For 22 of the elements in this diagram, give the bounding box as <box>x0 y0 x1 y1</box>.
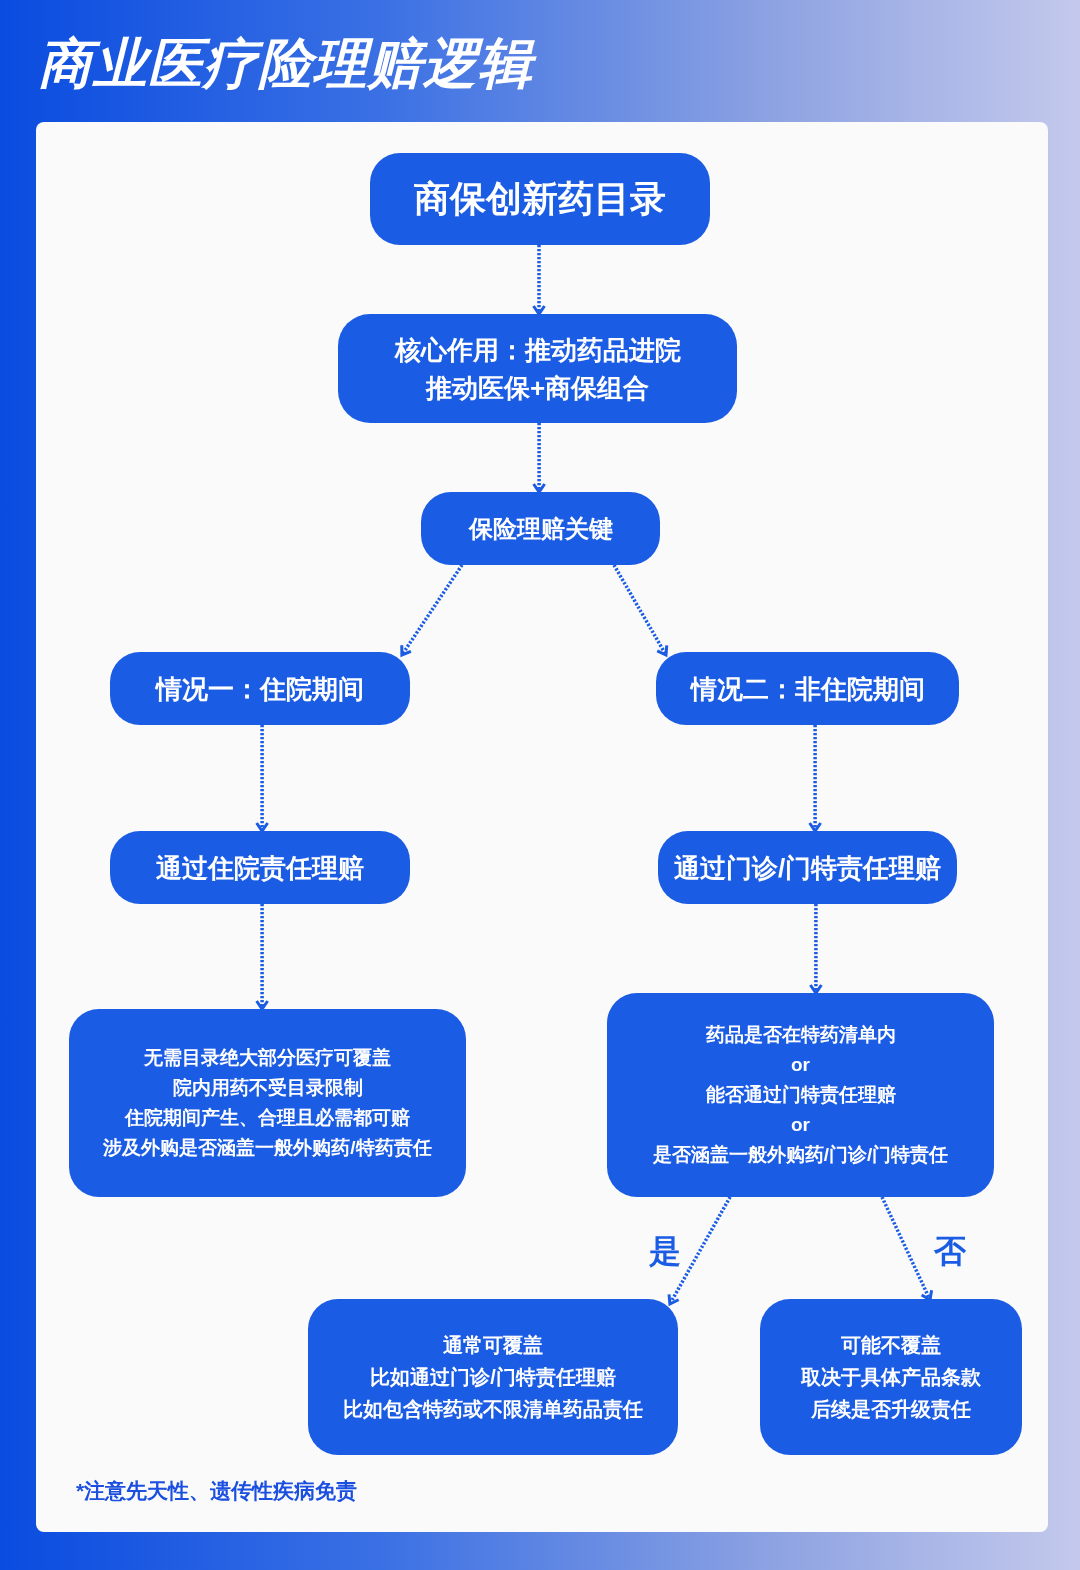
arrow <box>808 904 823 995</box>
arrow <box>400 564 464 657</box>
footnote: *注意先天性、遗传性疾病免责 <box>76 1478 358 1504</box>
process-box: 保险理赔关键 <box>421 492 660 565</box>
arrow <box>880 1196 934 1302</box>
process-box: 通过门诊/门特责任理赔 <box>658 831 957 904</box>
process-box: 通过住院责任理赔 <box>110 831 410 904</box>
arrow <box>532 423 547 494</box>
arrow <box>667 1196 732 1306</box>
arrow <box>255 725 270 833</box>
arrow <box>255 904 270 1011</box>
process-box: 无需目录绝大部分医疗可覆盖 院内用药不受目录限制 住院期间产生、合理且必需都可赔 涉及外购是否涵盖一般外购药/特药责任 <box>69 1009 466 1197</box>
process-box: 可能不覆盖 取决于具体产品条款 后续是否升级责任 <box>760 1299 1022 1455</box>
arrow <box>808 725 823 833</box>
arrow <box>532 245 546 316</box>
arrow <box>612 564 669 657</box>
process-box: 情况一：住院期间 <box>110 652 410 725</box>
process-box: 核心作用：推动药品进院 推动医保+商保组合 <box>338 314 737 423</box>
process-box: 商保创新药目录 <box>370 153 710 245</box>
process-box: 通常可覆盖 比如通过门诊/门特责任理赔 比如包含特药或不限清单药品责任 <box>308 1299 678 1455</box>
process-box: 药品是否在特药清单内 or 能否通过门特责任理赔 or 是否涵盖一般外购药/门诊/门特责任 <box>607 993 994 1197</box>
process-box: 情况二：非住院期间 <box>656 652 959 725</box>
